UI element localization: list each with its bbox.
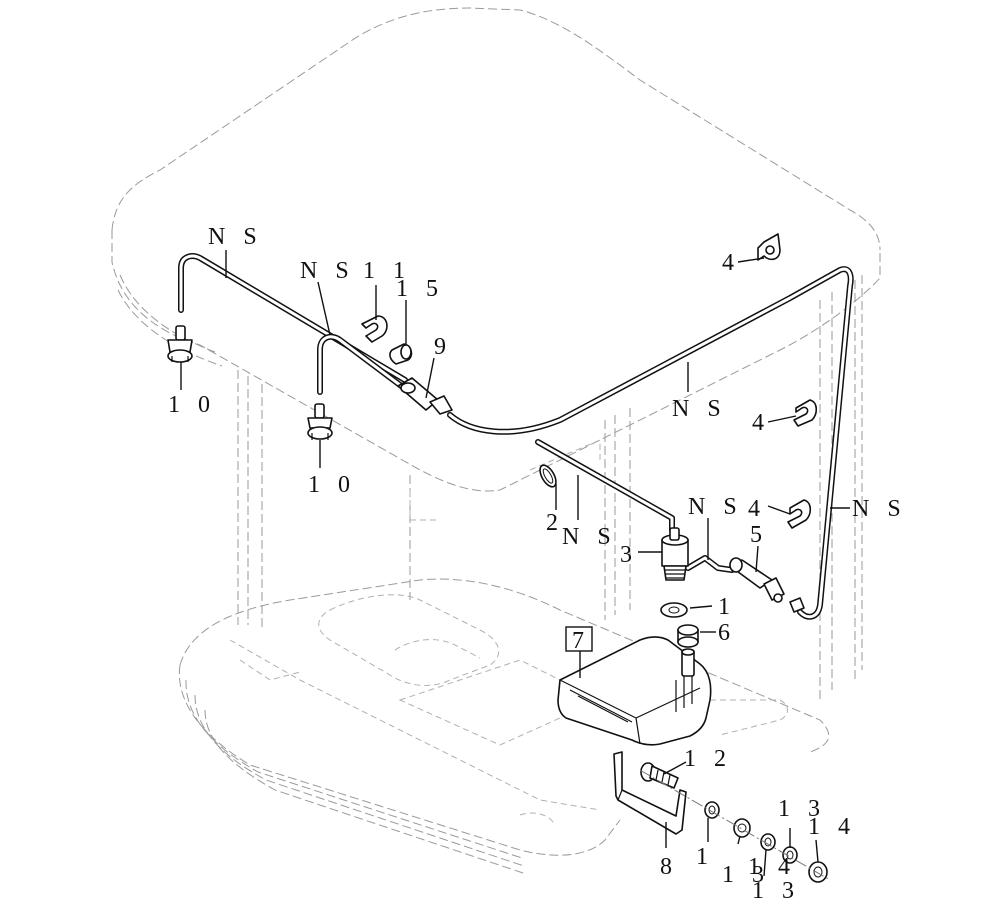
mounting-bolt-12 — [640, 762, 679, 789]
filler-cap-6 — [677, 624, 699, 648]
washer-nozzle-mid — [307, 403, 333, 440]
washer-hose-assembly — [178, 253, 854, 620]
label-part-13-a: 1 — [696, 844, 714, 870]
washer-pump — [661, 527, 689, 581]
label-part-13-c: 1 3 — [752, 878, 800, 904]
hose-clip-mid — [793, 399, 818, 427]
label-part-4-top: 4 — [722, 250, 740, 276]
label-part-13-d: 1 3 — [778, 796, 826, 822]
label-part-4-mid: 4 — [752, 410, 770, 436]
label-ns-tube-center: N S — [562, 524, 617, 550]
label-part-12: 1 2 — [684, 746, 732, 772]
label-ns-hose-far-right: N S — [852, 496, 907, 522]
hose-clamp-11 — [361, 315, 388, 343]
label-part-8: 8 — [660, 854, 678, 880]
hose-clip-low — [787, 499, 812, 529]
leader-lines — [180, 250, 850, 877]
plug-cap-15 — [389, 343, 413, 365]
part-7-label-box — [565, 626, 593, 652]
grommet-1 — [660, 602, 688, 618]
label-part-13-b: 1 3 — [722, 862, 770, 888]
hose-ring-2 — [539, 464, 557, 488]
washer-13-b — [760, 833, 776, 851]
label-ns-hose-right-top: N S — [672, 396, 727, 422]
label-part-6: 6 — [718, 620, 736, 646]
nut-14-b — [808, 861, 828, 883]
label-part-14-a: 1 4 — [748, 854, 796, 880]
label-part-7: 7 — [572, 628, 590, 654]
label-part-14-b: 1 4 — [808, 814, 856, 840]
label-ns-hose-mid: N S — [300, 258, 355, 284]
callout-labels: N S N S 1 1 1 5 9 1 0 1 0 4 N S 4 N S 4 … — [168, 224, 907, 904]
label-part-9: 9 — [434, 334, 452, 360]
tank-bracket-8 — [613, 751, 687, 835]
hose-clip-top — [757, 233, 781, 261]
nut-14-a — [733, 818, 751, 838]
washer-nozzle-left — [167, 325, 193, 363]
hose-joint-connector — [397, 377, 453, 415]
label-part-2: 2 — [546, 510, 564, 536]
bolt-centerline — [639, 769, 831, 881]
cab-outline — [111, 7, 881, 875]
check-valve — [729, 557, 805, 613]
label-part-4-low: 4 — [748, 496, 766, 522]
label-part-5: 5 — [750, 522, 768, 548]
label-part-15: 1 5 — [396, 276, 444, 302]
label-part-10-left: 1 0 — [168, 392, 216, 418]
label-part-3: 3 — [620, 542, 638, 568]
label-ns-pump-outlet: N S — [688, 494, 743, 520]
label-part-11: 1 1 — [363, 258, 411, 284]
label-ns-hose-left: N S — [208, 224, 263, 250]
washer-13-a — [704, 801, 720, 819]
washer-reservoir-tank — [557, 636, 712, 746]
label-part-10-mid: 1 0 — [308, 472, 356, 498]
label-part-1: 1 — [718, 594, 736, 620]
